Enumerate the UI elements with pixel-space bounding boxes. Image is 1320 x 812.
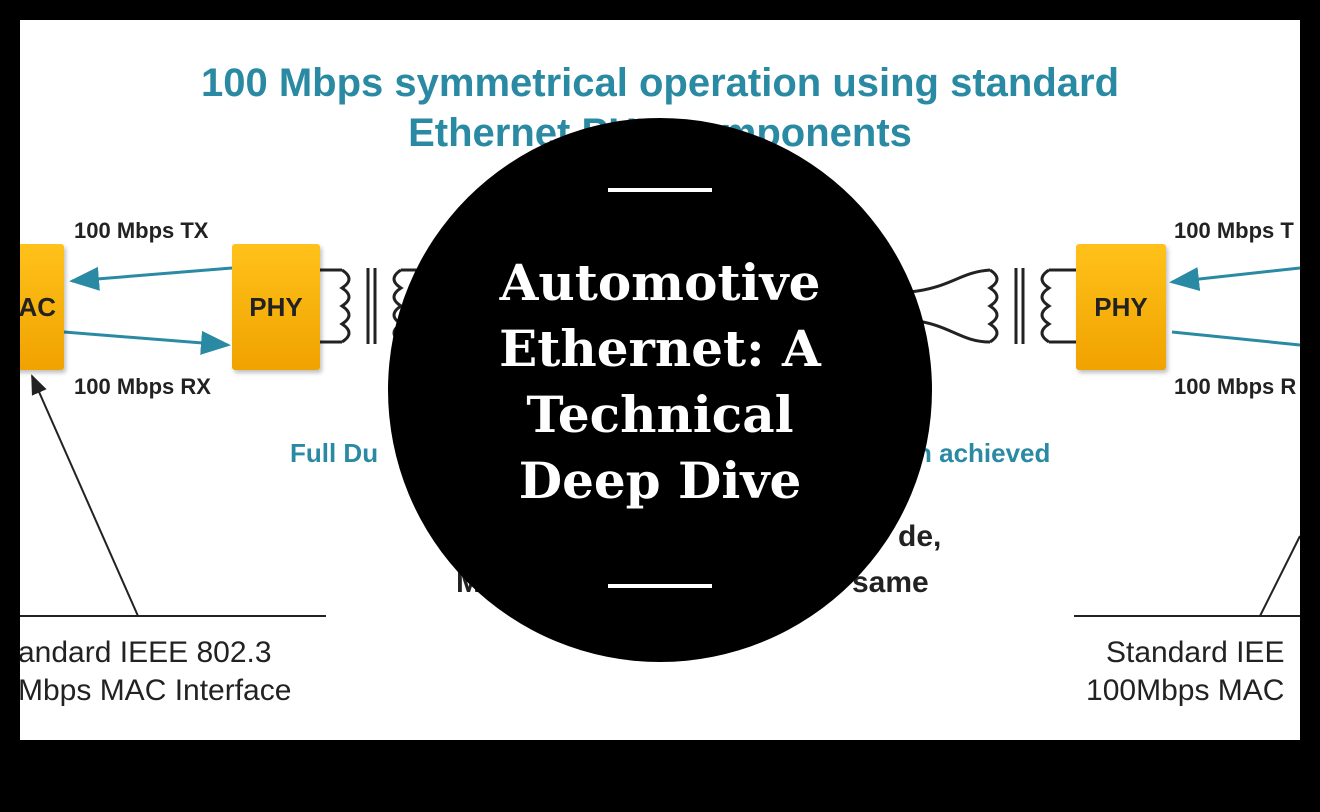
right-caption-line-2: 100Mbps MAC — [1086, 674, 1285, 707]
title-overlay-circle: Automotive Ethernet: A Technical Deep Di… — [388, 118, 932, 662]
right-phy-label: PHY — [1094, 291, 1148, 322]
overlay-title-line-2: Ethernet: A — [499, 319, 821, 378]
duplex-note-left: Full Du — [290, 438, 379, 468]
left-rx-label: 100 Mbps RX — [74, 374, 211, 399]
overlay-bottom-divider — [608, 584, 712, 588]
overlay-title-line-3: Technical — [526, 385, 794, 444]
left-phy-block: PHY — [232, 244, 320, 370]
overlay-title: Automotive Ethernet: A Technical Deep Di… — [428, 250, 892, 514]
overlay-title-line-4: Deep Dive — [518, 451, 802, 510]
right-transformer-symbol — [909, 268, 1076, 344]
slide-title-line-1: 100 Mbps symmetrical operation using sta… — [200, 61, 1120, 105]
right-interface-pointer — [1259, 535, 1300, 617]
body-line1-fragment: de, — [898, 520, 942, 553]
duplex-note-right: n achieved — [916, 438, 1051, 468]
right-mac-interface-caption: Standard IEE 100Mbps MAC — [1086, 634, 1284, 710]
diagram-slide: 100 Mbps symmetrical operation using sta… — [20, 20, 1300, 740]
right-phy-block: PHY — [1076, 244, 1166, 370]
overlay-title-line-1: Automotive — [499, 253, 821, 312]
left-interface-pointer — [31, 374, 139, 617]
left-mac-label: AC — [20, 291, 56, 322]
left-mac-block: AC — [20, 244, 64, 370]
body-line2-fragment-right: same — [852, 566, 929, 599]
left-caption-line-1: andard IEEE 802.3 — [20, 636, 272, 669]
right-caption-line-1: Standard IEE — [1106, 636, 1285, 669]
left-phy-label: PHY — [249, 291, 303, 322]
overlay-top-divider — [608, 188, 712, 192]
right-rx-label: 100 Mbps R — [1174, 374, 1297, 399]
left-mac-interface-caption: andard IEEE 802.3 Mbps MAC Interface — [20, 634, 291, 710]
left-tx-label: 100 Mbps TX — [74, 218, 209, 243]
right-tx-label: 100 Mbps T — [1174, 218, 1294, 243]
left-caption-line-2: Mbps MAC Interface — [20, 674, 292, 707]
left-tx-arrow — [69, 266, 233, 291]
right-rx-arrow — [1171, 330, 1300, 347]
left-rx-arrow — [63, 330, 231, 355]
right-tx-arrow — [1169, 266, 1300, 291]
